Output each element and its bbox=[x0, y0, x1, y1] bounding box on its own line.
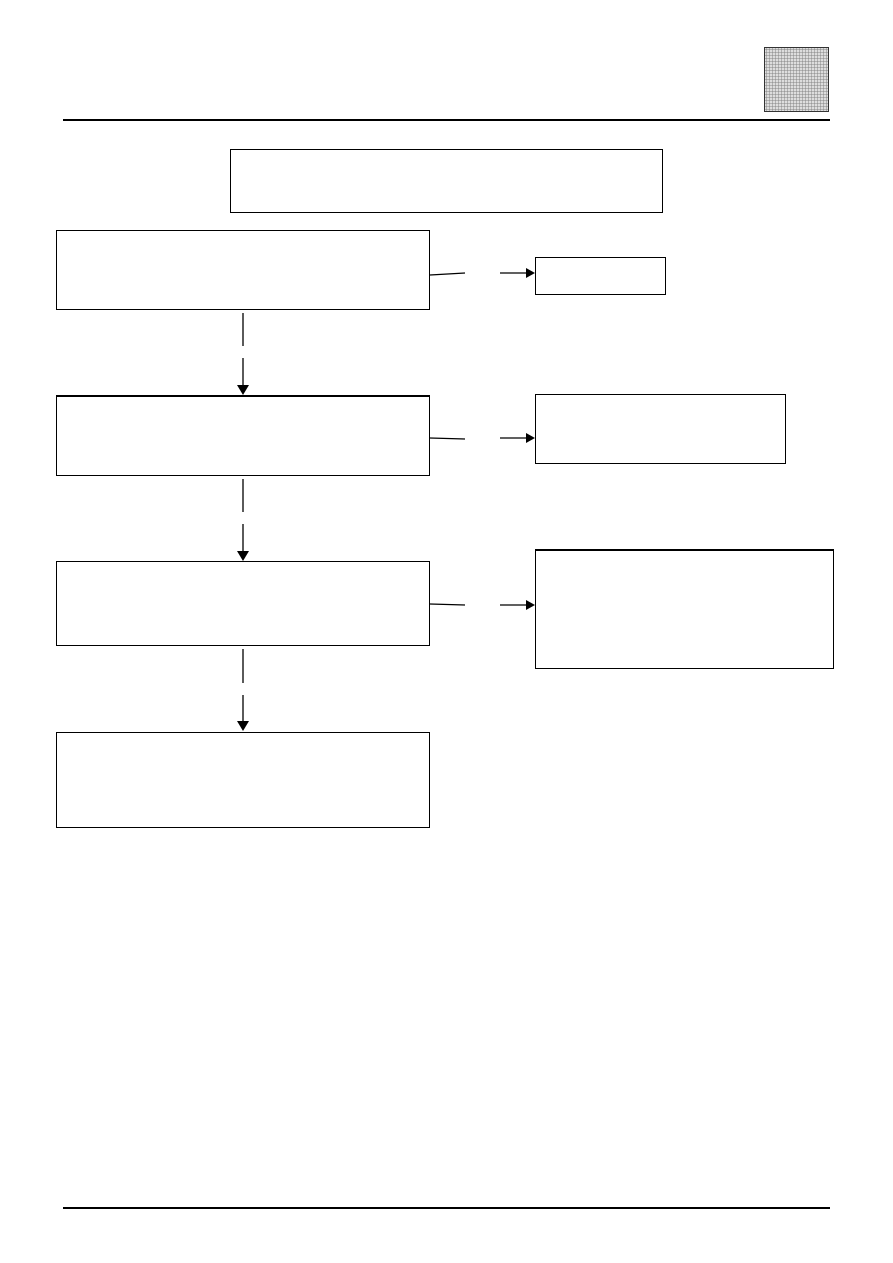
title-box bbox=[230, 149, 663, 213]
arrowhead-right-3 bbox=[526, 600, 535, 610]
step-box-2 bbox=[56, 395, 430, 476]
side-box-1 bbox=[535, 257, 666, 295]
arrowhead-right-1 bbox=[526, 268, 535, 278]
footer-rule bbox=[63, 1207, 830, 1209]
side-box-2 bbox=[535, 394, 786, 464]
right-connector-1-left bbox=[429, 272, 466, 276]
corner-tab-marker bbox=[764, 47, 829, 112]
step-box-1 bbox=[56, 230, 430, 310]
arrowhead-right-2 bbox=[526, 433, 535, 443]
arrowhead-down-2 bbox=[237, 551, 249, 561]
step-box-4 bbox=[56, 732, 430, 828]
arrowhead-down-1 bbox=[237, 385, 249, 395]
right-connector-2-left bbox=[429, 437, 466, 440]
step-box-3 bbox=[56, 561, 430, 646]
right-connector-3-left bbox=[429, 603, 466, 606]
arrowhead-down-3 bbox=[237, 721, 249, 731]
side-box-3 bbox=[535, 549, 834, 669]
header-rule bbox=[63, 119, 830, 121]
